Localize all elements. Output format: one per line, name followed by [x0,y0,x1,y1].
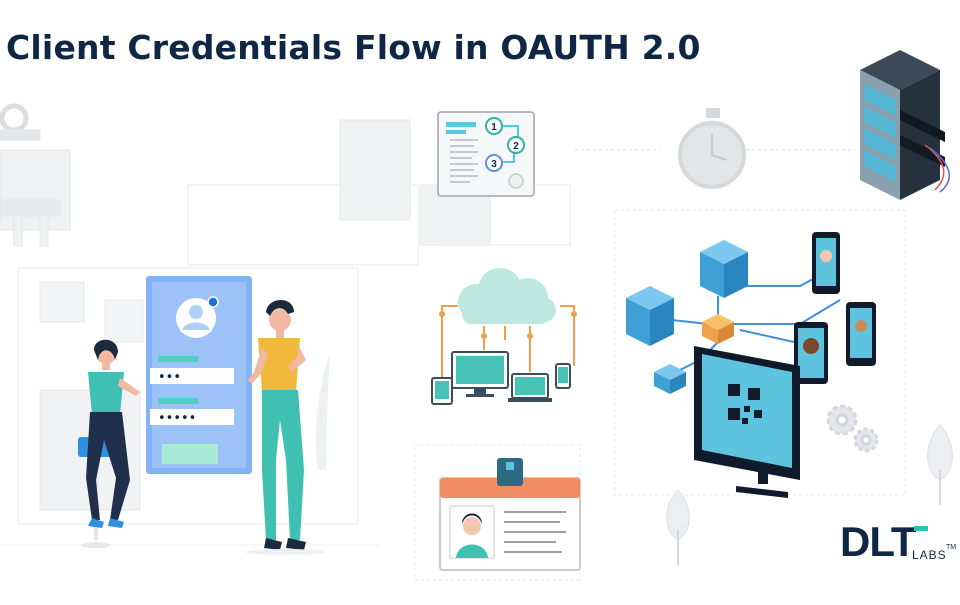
flow-step-2-label: 2 [513,141,519,152]
flow-step-2: 2 [507,136,525,154]
flow-step-3-label: 3 [491,159,497,170]
logo-subtext: LABS [912,548,947,562]
login-field-1 [150,368,234,384]
cloud-icon [458,268,556,324]
flow-step-3: 3 [485,154,503,172]
gear-icon [826,404,879,453]
person-woman [78,339,140,548]
login-field-1-mask: ••• [158,370,181,385]
smartphone-icon [555,363,571,389]
cube-block-1 [700,240,748,298]
tablet-icon [431,377,453,405]
server-rack-icon [860,50,950,200]
cube-block-2 [626,286,674,346]
login-field-2 [150,409,234,425]
cloud-network [431,268,577,405]
tree-icon [666,424,953,565]
flow-step-1-label: 1 [491,122,497,133]
page-title: Client Credentials Flow in OAUTH 2.0 [6,28,701,67]
dlt-labs-logo: DLT LABS TM [840,518,956,568]
login-panel: ••• ••••• [146,276,252,474]
cube-block-orange [702,314,734,344]
tablet-icon [794,322,828,384]
logo-wordmark: DLT [840,518,917,565]
user-avatar-icon [176,298,216,338]
flow-step-1: 1 [485,117,503,135]
flow-diagram-card: 1 2 3 [437,111,535,197]
logo-accent-bar [914,526,928,531]
monitor-icon [451,351,509,397]
device-network [626,232,879,498]
id-badge-icon [439,458,581,571]
login-field-2-mask: ••••• [158,411,196,426]
logo-trademark: TM [946,544,957,551]
qr-code-icon [694,346,800,498]
cube-block-small [654,364,686,394]
laptop-icon [508,373,552,402]
login-submit-button [162,444,218,464]
smartphone-icon [812,232,840,294]
person-man [246,300,330,555]
stopwatch-icon [678,108,746,189]
smartphone-icon [846,302,876,366]
